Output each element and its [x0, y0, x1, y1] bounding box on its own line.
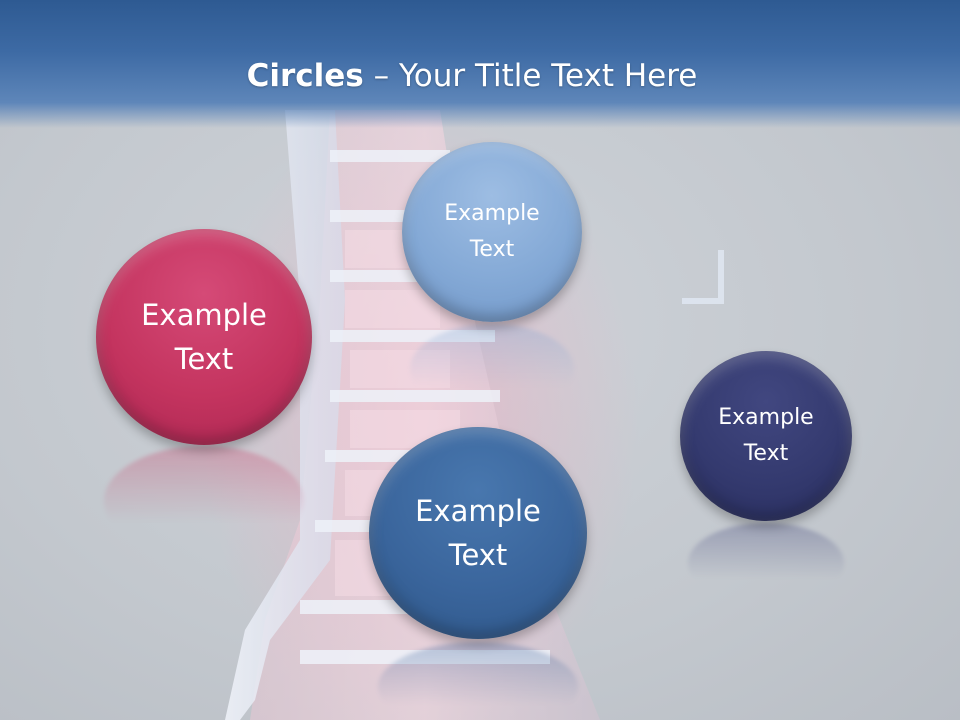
circle-label: Example Text [718, 405, 814, 466]
header-band [0, 0, 960, 128]
circle-label: Example Text [444, 201, 540, 262]
circle-blue: Example Text [369, 427, 587, 639]
circle-light-blue: Example Text [402, 142, 582, 322]
circle-pink: Example Text [96, 229, 312, 445]
circle-reflection [378, 642, 578, 720]
circle-label: Example Text [415, 494, 541, 572]
title-rest: – Your Title Text Here [363, 58, 698, 94]
circle-reflection [410, 324, 574, 414]
title-bold: Circles [246, 58, 364, 94]
corner-bracket-icon [682, 250, 724, 304]
circle-reflection [688, 523, 844, 603]
circle-label: Example Text [141, 298, 267, 376]
circle-navy: Example Text [680, 351, 852, 521]
circle-reflection [104, 446, 304, 556]
slide-title: Circles – Your Title Text Here [0, 54, 944, 98]
